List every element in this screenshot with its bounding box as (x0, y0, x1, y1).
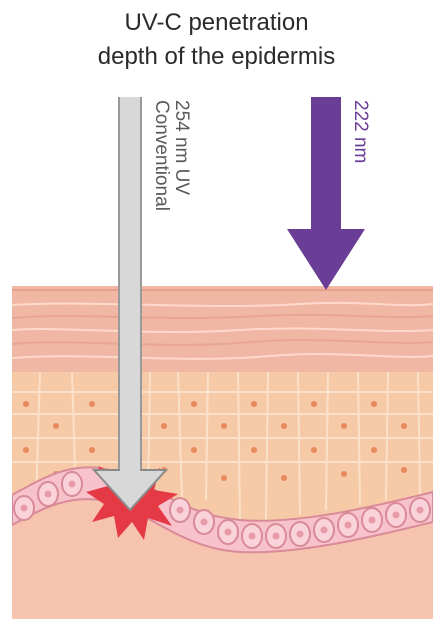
skin-layers (12, 286, 433, 619)
far-uvc-label: 222 nm (350, 100, 371, 163)
conventional-label-line-2: 254 nm UV (171, 100, 192, 195)
conventional-label-line-1: Conventional (151, 100, 172, 211)
